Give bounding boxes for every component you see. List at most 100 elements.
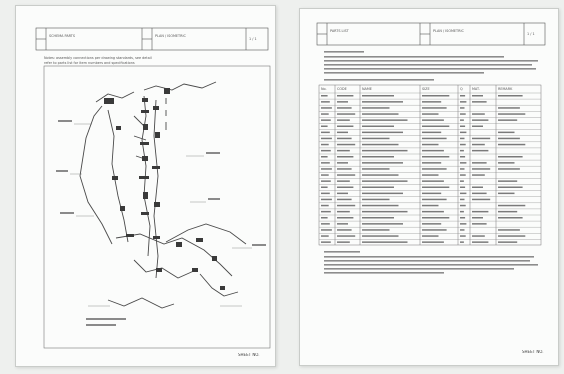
table-cell-text	[472, 113, 485, 115]
table-cell-text	[472, 149, 489, 152]
table-cell-text	[321, 143, 329, 146]
table-cell-text	[498, 217, 523, 219]
table-cell-text	[362, 210, 408, 213]
table-cell-text	[337, 186, 354, 188]
table-cell-text	[337, 210, 350, 213]
table-cell-text	[422, 149, 444, 152]
table-cell-text	[362, 101, 403, 103]
table-cell-text	[321, 241, 331, 243]
table-cell-text	[337, 137, 352, 140]
table-cell-text	[460, 174, 466, 176]
table-cell-text	[460, 186, 466, 188]
table-cell-text	[362, 235, 399, 237]
table-cell-text	[321, 180, 331, 182]
table-cell-text	[337, 235, 356, 237]
table-cell-text	[472, 217, 483, 219]
table-cell-text	[422, 143, 439, 146]
table-cell-text	[362, 149, 408, 152]
table-cell-text	[472, 198, 491, 201]
table-cell-text	[498, 131, 515, 134]
table-cell-text	[337, 223, 348, 225]
title-block	[316, 22, 546, 46]
table-header-qty: Q	[460, 87, 463, 91]
table-cell-text	[422, 204, 439, 207]
table-cell-text	[321, 119, 331, 121]
table-cell-text	[321, 192, 330, 195]
table-cell-text	[460, 101, 467, 103]
table-cell-text	[422, 113, 439, 115]
table-cell-text	[422, 180, 444, 182]
drawing-header-title: SCHEMA PARTS	[49, 34, 76, 38]
table-cell-text	[460, 204, 466, 207]
table-cell-text	[460, 162, 467, 164]
table-cell-text	[460, 119, 464, 121]
table-cell-text	[460, 217, 466, 219]
table-cell-text	[337, 180, 350, 182]
table-cell-text	[498, 162, 515, 164]
table-cell-text	[337, 204, 356, 207]
table-cell-text	[321, 125, 328, 127]
table-cell-text	[337, 113, 356, 115]
table-cell-text	[498, 210, 518, 213]
drawing-note-line-2: refer to parts list for item numbers and…	[44, 61, 135, 65]
table-cell-text	[321, 149, 331, 152]
table-cell-text	[472, 119, 489, 121]
table-cell-text	[460, 95, 466, 97]
table-cell-text	[422, 217, 450, 219]
drawing-note-line-1: Notes: assembly connections per drawing …	[44, 56, 152, 60]
table-cell-text	[472, 143, 485, 146]
table-cell-text	[321, 101, 330, 103]
table-cell-text	[321, 204, 329, 207]
table-cell-text	[362, 107, 390, 109]
table-cell-text	[498, 186, 523, 188]
table-cell-text	[362, 204, 399, 207]
table-cell-text	[321, 198, 332, 201]
table-header-remark: REMARK	[498, 87, 513, 91]
table-cell-text	[321, 95, 328, 97]
table-cell-text	[460, 241, 464, 243]
table-cell-text	[498, 113, 526, 115]
table-cell-text	[337, 174, 356, 176]
table-cell-text	[460, 168, 465, 170]
table-cell-text	[472, 186, 483, 188]
table-cell-text	[422, 119, 444, 121]
table-cell-text	[460, 223, 467, 225]
parts-list-graphics	[316, 22, 546, 274]
table-cell-text	[321, 107, 332, 109]
table-cell-text	[337, 107, 352, 109]
parts-footer-code: SHEET NO.	[522, 350, 544, 354]
table-cell-text	[472, 168, 491, 170]
table-cell-text	[362, 168, 390, 170]
table-cell-text	[460, 143, 466, 146]
table-cell-text	[422, 131, 442, 134]
table-cell-text	[422, 223, 442, 225]
table-cell-text	[472, 241, 489, 243]
table-cell-text	[460, 137, 465, 140]
table-cell-text	[472, 192, 487, 195]
table-cell-text	[422, 137, 447, 140]
table-cell-text	[460, 125, 466, 127]
table-cell-text	[321, 131, 330, 134]
table-cell-text	[472, 174, 485, 176]
table-cell-text	[460, 107, 465, 109]
table-cell-text	[498, 204, 526, 207]
table-cell-text	[337, 95, 354, 97]
table-cell-text	[362, 192, 403, 195]
drawing-sheet-graphics	[35, 27, 271, 349]
callout-lines	[70, 123, 252, 307]
table-cell-text	[472, 95, 483, 97]
table-cell-text	[337, 241, 350, 243]
drawing-header-page: 1 / 1	[249, 37, 257, 41]
table-cell-text	[422, 101, 442, 103]
table-cell-text	[321, 113, 329, 115]
table-cell-text	[362, 186, 394, 188]
table-cell-text	[460, 198, 465, 201]
table-cell-text	[422, 186, 450, 188]
table-cell-text	[498, 95, 523, 97]
table-cell-text	[337, 192, 348, 195]
table-cell-text	[362, 180, 408, 182]
table-cell-text	[362, 95, 394, 97]
table-cell-text	[498, 235, 526, 237]
table-cell-text	[498, 168, 520, 170]
table-cell-text	[498, 143, 526, 146]
